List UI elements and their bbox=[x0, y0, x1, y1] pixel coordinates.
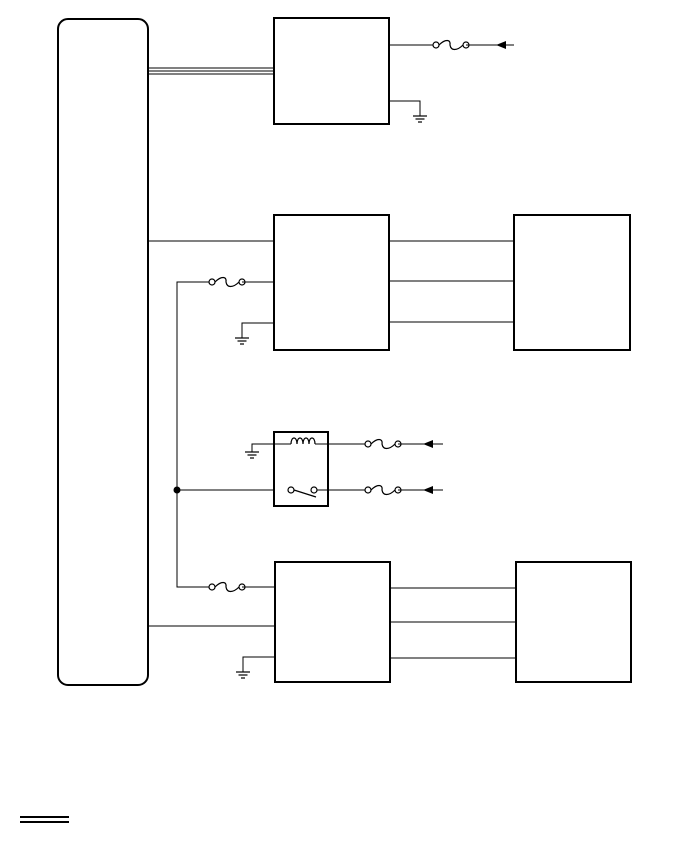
module-3 bbox=[274, 561, 391, 683]
supply-bus-wire bbox=[176, 281, 212, 588]
wires-module-2-to-device-1 bbox=[389, 240, 514, 323]
fuse-icon bbox=[208, 276, 246, 288]
fuse-icon bbox=[432, 39, 470, 51]
bus-wires-main-to-module-1 bbox=[148, 67, 274, 75]
ground-icon bbox=[235, 671, 251, 679]
fuse-icon bbox=[364, 484, 402, 496]
module-1 bbox=[273, 17, 390, 125]
relay bbox=[273, 431, 329, 507]
power-input-arrow-icon bbox=[496, 41, 506, 49]
ground-icon bbox=[244, 451, 260, 459]
device-1 bbox=[513, 214, 631, 351]
module-3-ground-wire bbox=[242, 656, 275, 672]
module-1-ground-wire bbox=[389, 100, 421, 116]
ground-icon bbox=[234, 337, 250, 345]
relay-ground-wire bbox=[251, 443, 274, 452]
wires-module-3-to-device-2 bbox=[390, 587, 516, 659]
relay-switch-icon bbox=[287, 486, 328, 498]
ground-icon bbox=[412, 115, 428, 123]
device-2 bbox=[515, 561, 632, 683]
module-2-ground-wire bbox=[241, 322, 274, 338]
legend-line-symbol bbox=[20, 816, 69, 823]
fuse-icon bbox=[208, 581, 246, 593]
relay-coil-icon bbox=[274, 437, 328, 445]
fuse-icon bbox=[364, 438, 402, 450]
module-2 bbox=[273, 214, 390, 351]
power-input-arrow-icon bbox=[423, 440, 433, 448]
main-unit bbox=[57, 18, 149, 686]
power-input-arrow-icon bbox=[423, 486, 433, 494]
